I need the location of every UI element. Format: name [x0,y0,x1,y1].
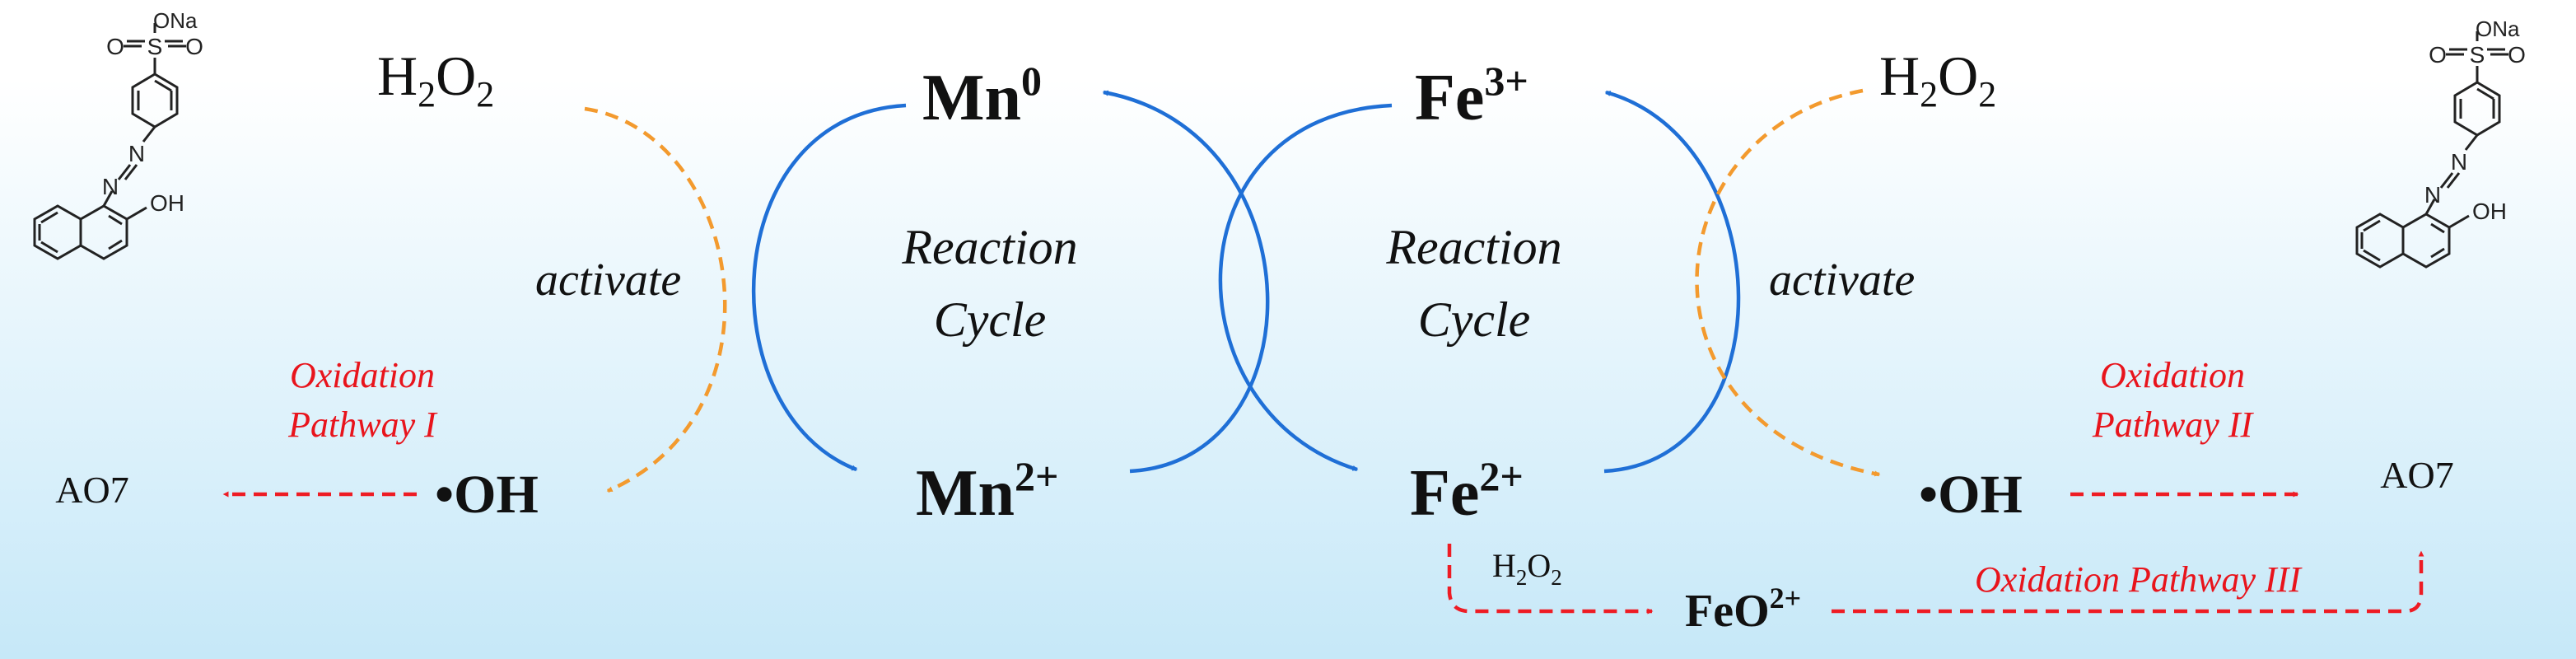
pathway-2-line2: Pathway II [2092,404,2255,445]
ao7-structure-left-icon: ONa S O O N N OH [33,8,203,260]
molecule-o-left-label-right: O [2429,42,2447,68]
molecule-o-right-label: O [185,34,203,59]
molecule-oh-label-right: OH [2472,199,2507,224]
mn0-label: Mn0 [922,58,1042,134]
fe-cycle-arrows [1218,90,1741,474]
molecule-o-right-label-right: O [2508,42,2526,68]
mn2-label: Mn2+ [916,453,1059,530]
mn-cycle-arrows [751,90,1270,474]
oh-left-label: •OH [435,465,539,525]
reaction-cycle-right-line2: Cycle [1418,292,1531,347]
molecule-o-left-label: O [106,34,124,59]
molecule-n-bottom-label-right: N [2424,182,2441,208]
pathway-3-arrow-icon [1832,550,2424,614]
pathway-1-line1: Oxidation [290,355,435,395]
h2o2-left-label: H2O2 [377,44,494,115]
molecule-na-label: ONa [153,8,198,33]
activate-right-arrow-icon [1695,88,1881,477]
reaction-cycle-left-line2: Cycle [934,292,1047,347]
h2o2-right-label: H2O2 [1879,44,1996,115]
molecule-s-label-right: S [2470,42,2485,68]
fe2-to-fe3-arrow-icon [1603,90,1741,474]
fe3-label: Fe3+ [1415,58,1528,134]
reaction-cycle-right-line1: Reaction [1385,220,1561,274]
molecule-n-bottom-label: N [102,174,119,199]
molecule-n-top-label-right: N [2451,149,2467,175]
ao7-left-label: AO7 [55,469,128,511]
activate-arrows [584,88,1881,493]
mn2-to-mn0-arrow-icon [1102,90,1270,474]
molecule-oh-label: OH [150,190,184,216]
fe2-label: Fe2+ [1410,453,1524,530]
molecule-s-label: S [147,34,163,59]
ao7-right-label: AO7 [2380,454,2453,496]
fe3-to-fe2-arrow-icon [1218,103,1393,472]
pathway-arrows [222,491,2424,615]
activate-left-label: activate [535,255,681,306]
oh-right-label: •OH [1919,465,2023,525]
activate-right-label: activate [1769,255,1915,306]
molecule-n-top-label: N [128,141,145,166]
feo2-label: FeO2+ [1685,582,1801,637]
pathway-3-label: Oxidation Pathway III [1975,559,2303,600]
activate-left-arrow-icon [584,106,727,493]
h2o2-small-label: H2O2 [1492,547,1562,590]
reaction-cycle-left-line1: Reaction [901,220,1077,274]
fe2-to-feo2-arrow-icon [1447,544,1654,615]
molecule-na-label-right: ONa [2476,16,2520,41]
pathway-1-line2: Pathway I [287,404,438,445]
mn0-to-mn2-arrow-icon [751,103,907,472]
ao7-structure-right-icon: ONa S O O N N OH [2355,16,2526,269]
pathway-2-line1: Oxidation [2100,355,2245,395]
